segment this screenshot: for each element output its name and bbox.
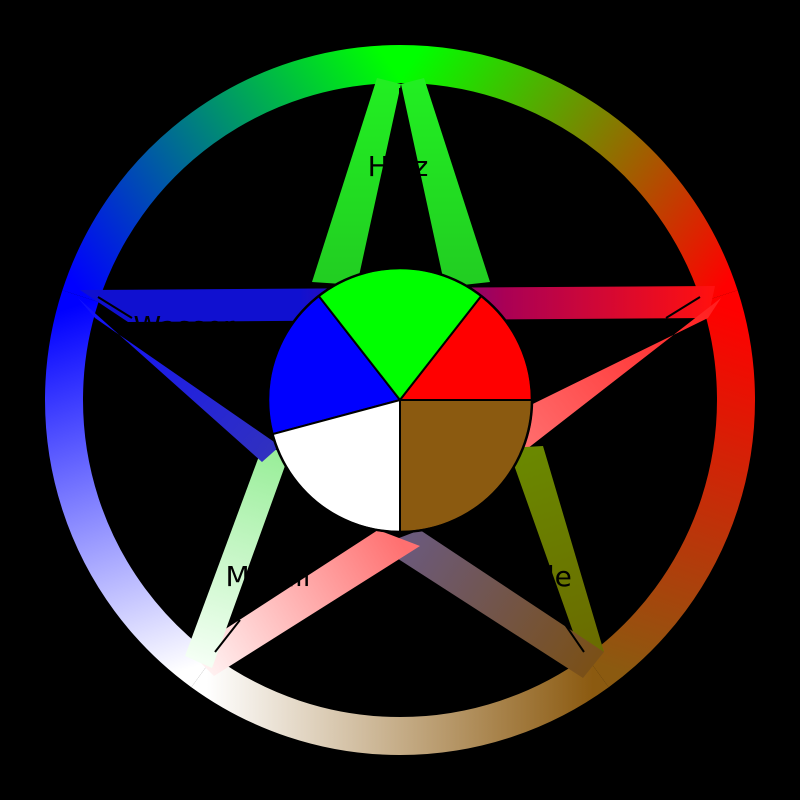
star-stroke-metall-leg xyxy=(185,448,290,668)
wheel-outline xyxy=(266,266,534,534)
ring-segment-metall xyxy=(45,290,214,688)
star-stroke-holz-left xyxy=(312,78,401,285)
label-feuer: Feuer xyxy=(559,315,638,348)
star-stroke-bottom-right xyxy=(378,530,604,678)
ring-segment-holz xyxy=(399,45,738,303)
tick-metall xyxy=(214,619,241,653)
star-stroke-erde-leg xyxy=(508,446,604,660)
label-holz: Holz xyxy=(368,150,429,183)
element-labels: Holz Feuer Erde Metall Wasser xyxy=(134,150,638,593)
star-stroke-bottom-left xyxy=(190,530,420,676)
ring-segment-wasser xyxy=(62,45,401,303)
label-erde: Erde xyxy=(508,560,572,593)
tick-wasser xyxy=(97,296,133,319)
ring-segment-erde xyxy=(191,656,609,755)
star-stroke-feuer-diagonal xyxy=(500,298,721,452)
tick-feuer xyxy=(665,296,701,319)
tick-erde xyxy=(561,619,585,653)
ring-segment-feuer xyxy=(586,290,755,688)
star-stroke-holz-right xyxy=(401,78,490,287)
tip-ticks xyxy=(97,88,701,653)
label-wasser: Wasser xyxy=(134,310,235,343)
element-cycle-ring xyxy=(45,45,755,755)
star-stroke-wasser-diagonal xyxy=(78,298,280,462)
label-metall: Metall xyxy=(225,560,310,593)
element-color-wheel xyxy=(266,266,534,534)
